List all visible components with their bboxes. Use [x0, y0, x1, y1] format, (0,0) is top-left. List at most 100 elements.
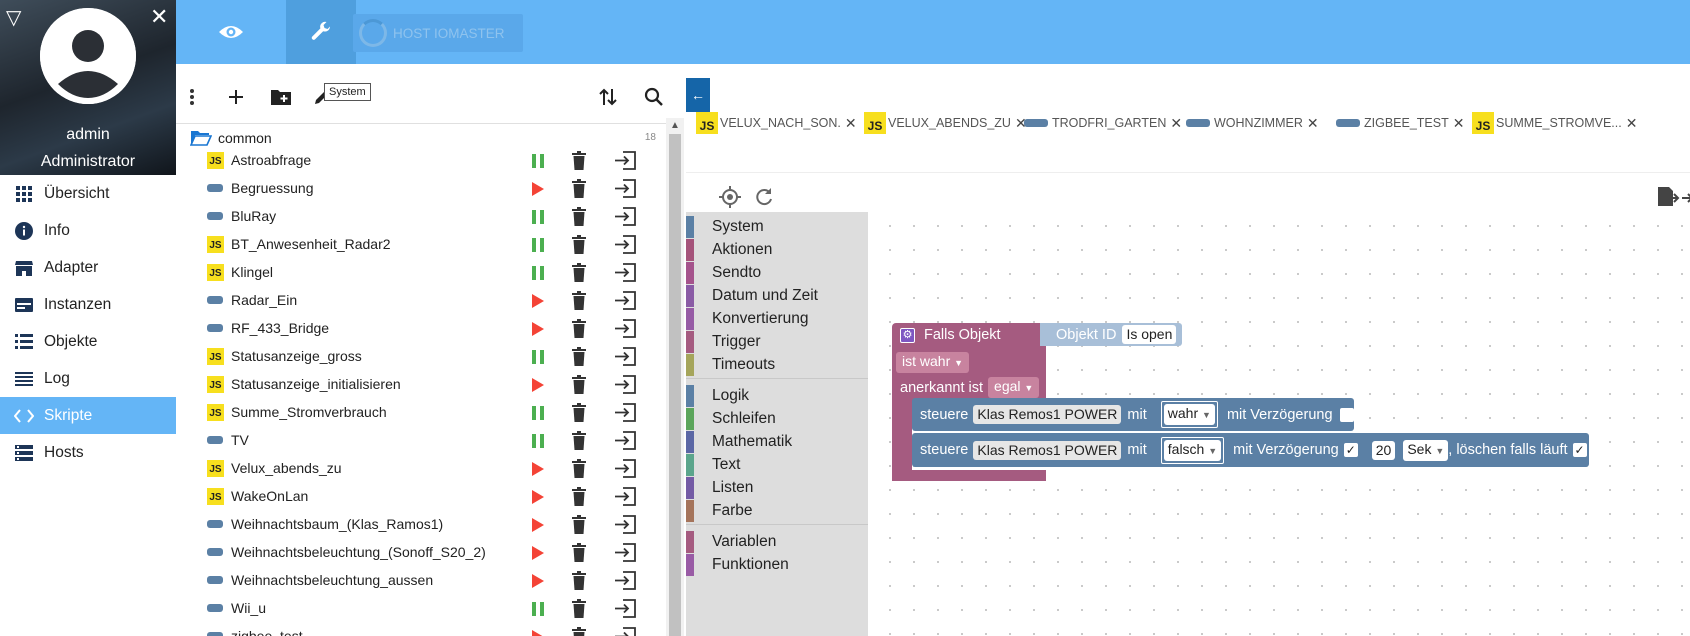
export-script-icon[interactable] [614, 235, 636, 254]
add-folder-button[interactable] [267, 83, 295, 111]
close-tab-icon[interactable]: ✕ [844, 114, 857, 131]
script-tab[interactable]: WOHNZIMMER✕ [1186, 98, 1319, 148]
toolbox-category[interactable]: Aktionen [686, 239, 868, 261]
control1-delay-checkbox[interactable] [1339, 407, 1354, 422]
toolbox-category[interactable]: Farbe [686, 500, 868, 522]
export-script-icon[interactable] [614, 571, 636, 590]
nav-item-objekte[interactable]: Objekte [0, 323, 176, 360]
toolbox-category[interactable]: Sendto [686, 262, 868, 284]
export-button[interactable] [1656, 185, 1680, 209]
script-row[interactable]: Weihnachtsbeleuchtung_(Sonoff_S20_2) [176, 539, 666, 567]
script-row[interactable]: TV [176, 427, 666, 455]
export-script-icon[interactable] [614, 459, 636, 478]
delete-icon[interactable] [571, 599, 587, 618]
export-script-icon[interactable] [614, 319, 636, 338]
refresh-button[interactable] [752, 185, 776, 209]
control2-clear-checkbox[interactable]: ✓ [1572, 443, 1587, 457]
export-script-icon[interactable] [614, 403, 636, 422]
delete-icon[interactable] [571, 403, 587, 422]
toolbox-category[interactable]: Funktionen [686, 554, 868, 576]
control2-delay-checkbox[interactable]: ✓ [1343, 443, 1358, 457]
locate-button[interactable] [718, 185, 742, 209]
close-tab-icon[interactable]: ✕ [1452, 114, 1465, 131]
play-icon[interactable] [532, 182, 544, 196]
scroll-up-icon[interactable]: ▲ [670, 120, 680, 131]
play-icon[interactable] [532, 294, 544, 308]
export-script-icon[interactable] [614, 151, 636, 170]
collapse-list-button[interactable]: ← [686, 78, 710, 112]
ack-dropdown[interactable]: egal ▼ [988, 377, 1040, 398]
close-tab-icon[interactable]: ✕ [1170, 114, 1183, 131]
export-script-icon[interactable] [614, 599, 636, 618]
import-button[interactable] [1682, 185, 1690, 209]
play-icon[interactable] [532, 574, 544, 588]
play-icon[interactable] [532, 518, 544, 532]
nav-item-instanzen[interactable]: Instanzen [0, 286, 176, 323]
play-icon[interactable] [532, 630, 544, 636]
script-row[interactable]: zigbee_test [176, 623, 666, 636]
play-icon[interactable] [532, 462, 544, 476]
play-icon[interactable] [532, 322, 544, 336]
play-icon[interactable] [532, 378, 544, 392]
scrollbar[interactable]: ▲ [666, 118, 684, 636]
nav-item-bersicht[interactable]: Übersicht [0, 175, 176, 212]
nav-item-info[interactable]: Info [0, 212, 176, 249]
export-script-icon[interactable] [614, 431, 636, 450]
script-row[interactable]: BluRay [176, 203, 666, 231]
nav-item-log[interactable]: Log [0, 360, 176, 397]
delete-icon[interactable] [571, 347, 587, 366]
export-script-icon[interactable] [614, 179, 636, 198]
play-icon[interactable] [532, 490, 544, 504]
control-block-1[interactable]: steuere Klas Remos1 POWER mit wahr ▼ mit… [912, 398, 1354, 431]
close-tab-icon[interactable]: ✕ [1014, 114, 1027, 131]
control-block-2[interactable]: steuere Klas Remos1 POWER mit falsch ▼ m… [912, 433, 1589, 467]
blockly-workspace[interactable]: ⚙ Falls Objekt ist wahr ▼ anerkannt ist … [868, 212, 1690, 636]
scroll-thumb[interactable] [669, 134, 681, 636]
toolbox-category[interactable]: Text [686, 454, 868, 476]
control1-device[interactable]: Klas Remos1 POWER [973, 405, 1122, 424]
script-row[interactable]: Weihnachtsbaum_(Klas_Ramos1) [176, 511, 666, 539]
menu-triangle-icon[interactable]: ▽ [6, 7, 22, 29]
nav-item-hosts[interactable]: Hosts [0, 434, 176, 471]
delete-icon[interactable] [571, 487, 587, 506]
nav-item-skripte[interactable]: Skripte [0, 397, 176, 434]
pause-icon[interactable] [532, 154, 544, 168]
object-id-value[interactable]: Is open [1122, 325, 1177, 344]
close-tab-icon[interactable]: ✕ [1306, 114, 1319, 131]
script-tab[interactable]: ZIGBEE_TEST✕ [1336, 98, 1464, 148]
delete-icon[interactable] [571, 235, 587, 254]
view-button[interactable] [176, 0, 286, 64]
delete-icon[interactable] [571, 179, 587, 198]
pause-icon[interactable] [532, 210, 544, 224]
toolbox-category[interactable]: Mathematik [686, 431, 868, 453]
toolbox-category[interactable]: Timeouts [686, 354, 868, 376]
script-row[interactable]: Weihnachtsbeleuchtung_aussen [176, 567, 666, 595]
folder-common[interactable]: common 18 [190, 126, 670, 150]
export-script-icon[interactable] [614, 207, 636, 226]
toolbox-category[interactable]: Trigger [686, 331, 868, 353]
delete-icon[interactable] [571, 627, 587, 636]
delete-icon[interactable] [571, 319, 587, 338]
delete-icon[interactable] [571, 571, 587, 590]
delete-icon[interactable] [571, 543, 587, 562]
export-script-icon[interactable] [614, 263, 636, 282]
add-script-button[interactable] [222, 83, 250, 111]
nav-item-adapter[interactable]: Adapter [0, 249, 176, 286]
toolbox-category[interactable]: Variablen [686, 531, 868, 553]
toolbox-category[interactable]: Schleifen [686, 408, 868, 430]
close-icon[interactable]: ✕ [150, 4, 169, 29]
pause-icon[interactable] [532, 434, 544, 448]
delete-icon[interactable] [571, 291, 587, 310]
export-script-icon[interactable] [614, 627, 636, 636]
delete-icon[interactable] [571, 207, 587, 226]
export-script-icon[interactable] [614, 487, 636, 506]
more-vert-icon[interactable] [178, 83, 206, 111]
pause-icon[interactable] [532, 602, 544, 616]
